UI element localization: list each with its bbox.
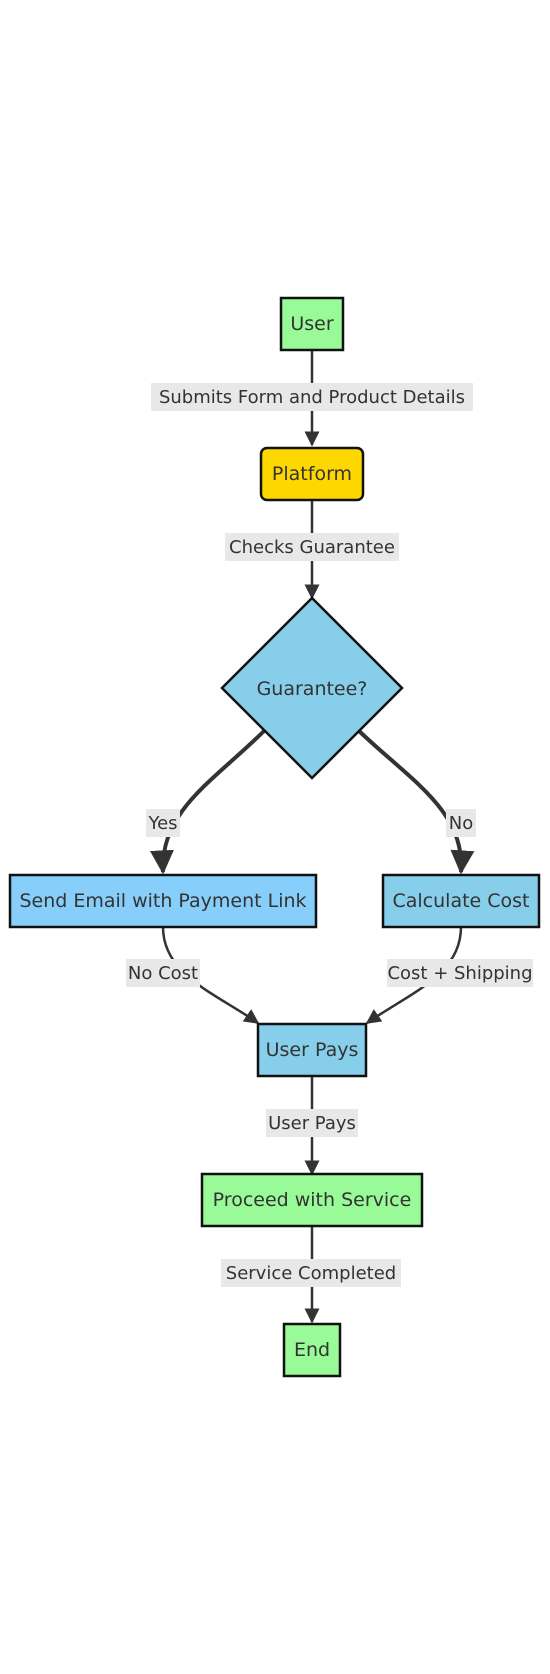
node-user-pays-shape <box>256 1022 368 1078</box>
edge-label-checks: Checks Guarantee <box>229 537 395 558</box>
node-user-label: User <box>290 313 333 335</box>
node-guarantee: Guarantee? <box>220 596 404 780</box>
node-platform-label: Platform <box>272 463 352 485</box>
edge-guarantee-send-email <box>149 728 267 875</box>
node-end: End <box>282 1322 342 1378</box>
node-guarantee-shape <box>220 596 404 780</box>
node-user: User <box>279 296 345 352</box>
node-user-shape <box>279 296 345 352</box>
edge-label-no-cost: No Cost <box>128 963 198 984</box>
edge-label-cost-shipping: Cost + Shipping <box>387 963 532 984</box>
edge-label-user-pays: User Pays <box>268 1113 356 1134</box>
node-user-pays: User Pays <box>256 1022 368 1078</box>
node-calculate-cost-label: Calculate Cost <box>392 890 529 912</box>
edge-label-yes: Yes <box>147 813 177 834</box>
node-proceed-shape <box>200 1172 424 1228</box>
node-send-email-shape <box>8 873 318 929</box>
node-proceed: Proceed with Service <box>200 1172 424 1228</box>
node-calculate-cost: Calculate Cost <box>381 873 541 929</box>
node-end-shape <box>282 1322 342 1378</box>
node-send-email: Send Email with Payment Link <box>8 873 318 929</box>
node-proceed-label: Proceed with Service <box>213 1189 412 1211</box>
edge-guarantee-calculate-cost <box>356 728 475 875</box>
node-platform-shape <box>259 446 365 502</box>
edge-label-submits: Submits Form and Product Details <box>159 387 465 408</box>
node-platform: Platform <box>259 446 365 502</box>
edge-label-service-completed: Service Completed <box>226 1263 396 1284</box>
node-guarantee-label: Guarantee? <box>257 678 368 700</box>
edge-label-no: No <box>449 813 473 834</box>
node-user-pays-label: User Pays <box>266 1039 359 1061</box>
node-calculate-cost-shape <box>381 873 541 929</box>
edge-labels: Submits Form and Product Details Checks … <box>126 383 533 1287</box>
nodes: User Platform Guarantee? Send Email with… <box>8 296 541 1378</box>
node-send-email-label: Send Email with Payment Link <box>19 890 306 912</box>
node-end-label: End <box>294 1339 330 1361</box>
